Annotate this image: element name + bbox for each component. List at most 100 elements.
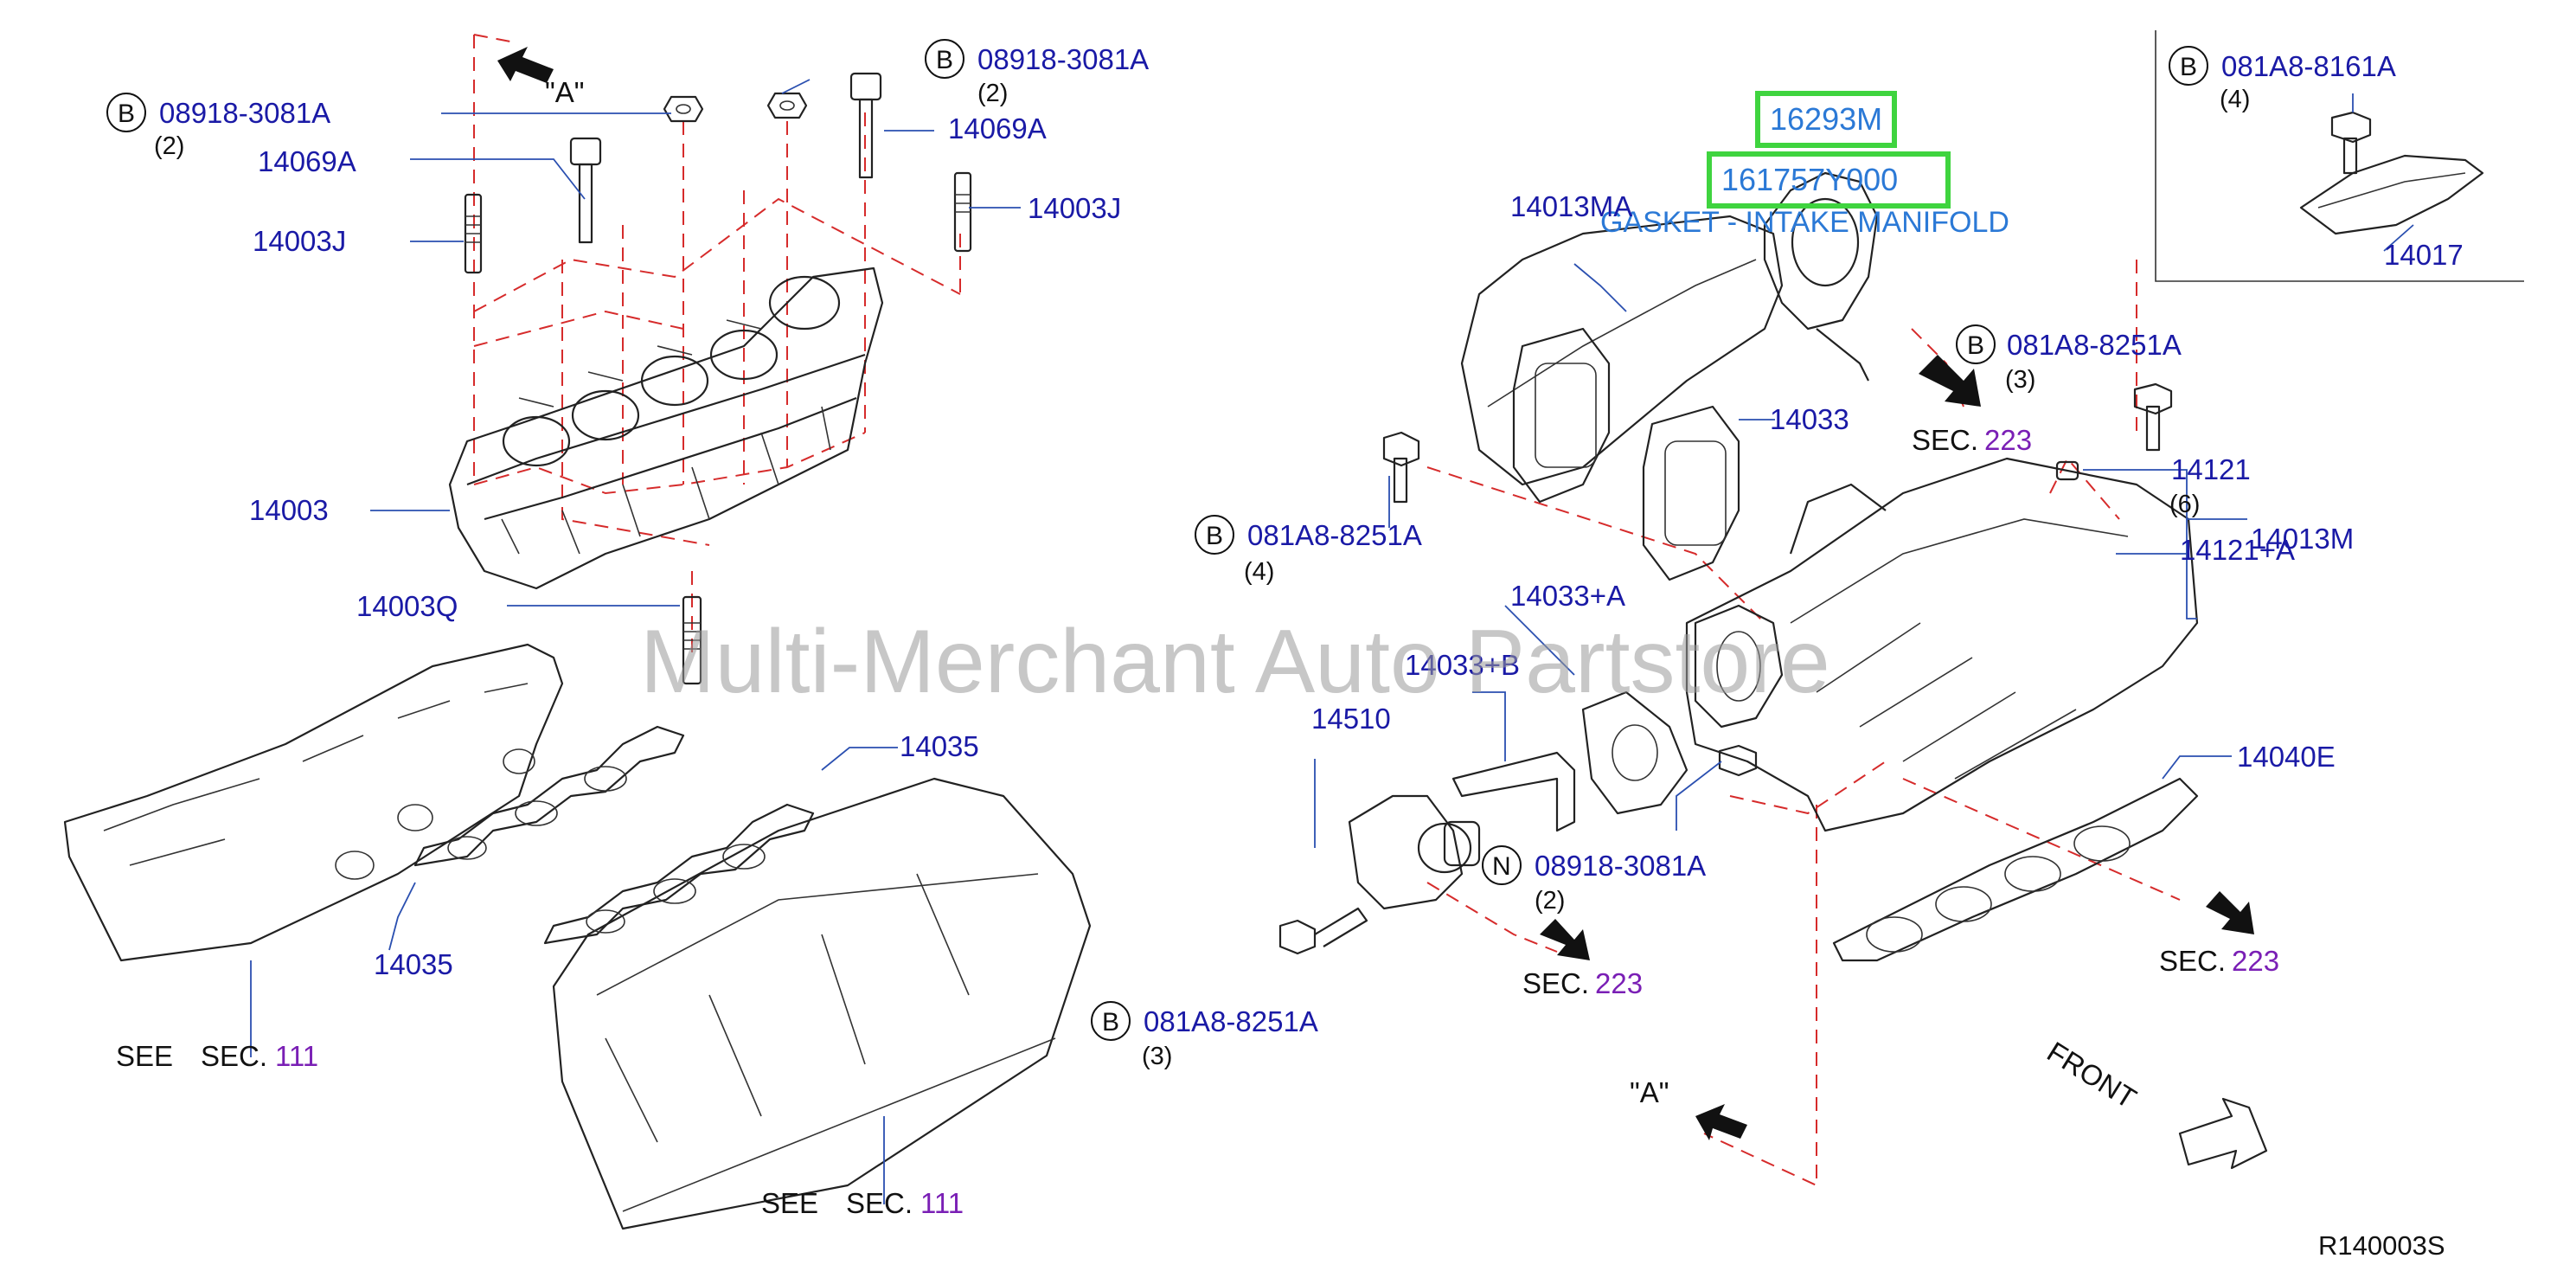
section-ref-223-mid[interactable]: SEC. 223 [1522, 967, 1643, 999]
badge-b-08918-right-text: B [936, 46, 953, 74]
badge-b-08918-left [106, 93, 146, 132]
qty-14121: (6) [2169, 491, 2200, 518]
qty-08918-3081a-left: (2) [154, 132, 184, 160]
gasket-14035-left [413, 725, 685, 867]
badge-b-081a8-bottom [1091, 1001, 1131, 1041]
label-081a8-8251a-mid[interactable]: 081A8-8251A [1247, 519, 1422, 551]
label-14013m[interactable]: 14013M [2251, 523, 2354, 555]
qty-081a8-8251a-top: (3) [2005, 366, 2035, 394]
svg-text:223: 223 [2232, 945, 2279, 977]
bolt-081a8-8251a-bottom [1278, 907, 1368, 955]
stud-14003q [682, 595, 702, 685]
bolt-14069a-left [569, 137, 602, 244]
label-14035-bottom[interactable]: 14035 [374, 948, 453, 980]
view-a-label-top: "A" [545, 76, 584, 108]
svg-text:111: 111 [920, 1187, 964, 1219]
gasket-14035-right [543, 803, 815, 945]
svg-text:111: 111 [275, 1040, 318, 1072]
front-label: FRONT [2041, 1036, 2142, 1115]
intake-manifold-upper-drawing [448, 34, 972, 685]
nut-n-08918 [1718, 744, 1758, 777]
label-14033[interactable]: 14033 [1770, 403, 1849, 435]
badge-b-08918-left-text: B [118, 100, 135, 128]
intake-collector-drawing [1278, 171, 2254, 1187]
label-14033b[interactable]: 14033+B [1405, 649, 1520, 681]
badge-b-081a8-8161a [2169, 46, 2208, 86]
nut-left [663, 95, 704, 123]
label-14121a[interactable]: 14121+A [2180, 534, 2295, 566]
label-14017[interactable]: 14017 [2384, 239, 2464, 271]
badge-n-08918 [1482, 845, 1522, 885]
label-081a8-8251a-top[interactable]: 081A8-8251A [2007, 329, 2182, 361]
watermark: Multi-Merchant Auto Partstore [640, 612, 1830, 712]
label-081a8-8251a-bottom[interactable]: 081A8-8251A [1144, 1005, 1318, 1037]
highlight-description: GASKET - INTAKE MANIFOLD [1600, 206, 2009, 239]
diagram-reference-code: R140003S [2318, 1230, 2445, 1261]
section-ref-111-left[interactable]: SEE SEC. 111 [116, 1040, 318, 1072]
badge-b-081a8-mid-text: B [1206, 522, 1223, 550]
badge-b-081a8-top-text: B [1967, 331, 1984, 360]
iacv-14510-drawing [1348, 794, 1481, 910]
badge-b-08918-right [925, 39, 964, 79]
svg-text:223: 223 [1984, 424, 2032, 456]
qty-081a8-8251a-bottom: (3) [1142, 1043, 1172, 1070]
label-14003[interactable]: 14003 [249, 494, 329, 526]
label-14003j-left[interactable]: 14003J [253, 225, 346, 257]
label-14121[interactable]: 14121 [2171, 453, 2251, 485]
svg-text:SEE: SEE [116, 1040, 173, 1072]
badge-b-081a8-mid [1195, 515, 1234, 555]
svg-text:SEC.: SEC. [1912, 424, 1978, 456]
label-14040e[interactable]: 14040E [2237, 741, 2336, 773]
bolt-081a8-8251a-top [2133, 382, 2173, 452]
section-ref-223-top[interactable]: SEC. 223 [1912, 424, 2032, 456]
view-a-arrow-bottom [1695, 1104, 1747, 1140]
bolt-081a8-8251a-mid [1382, 431, 1420, 504]
gasket-14033b [1451, 751, 1576, 832]
qty-08918-3081a-right: (2) [977, 80, 1008, 107]
highlight-part-161757y000[interactable]: 161757Y000 [1721, 162, 1898, 197]
label-14003q[interactable]: 14003Q [356, 590, 458, 622]
sec223-arrow-top [1919, 355, 1981, 407]
nut-right [766, 92, 808, 119]
label-14069a-left[interactable]: 14069A [258, 145, 356, 177]
cap-14121 [2055, 460, 2079, 481]
label-14035-top[interactable]: 14035 [900, 730, 979, 762]
view-a-arrow-top [497, 47, 554, 83]
highlight-part-16293m[interactable]: 16293M [1770, 101, 1882, 137]
label-081a8-8161a[interactable]: 081A8-8161A [2221, 50, 2396, 82]
label-08918-3081a-right[interactable]: 08918-3081A [977, 43, 1149, 75]
label-14033a[interactable]: 14033+A [1510, 580, 1625, 612]
sec223-arrow-mid [1540, 919, 1590, 960]
svg-text:SEC.: SEC. [1522, 967, 1589, 999]
svg-text:SEC.: SEC. [2159, 945, 2226, 977]
label-14013ma[interactable]: 14013MA [1510, 190, 1632, 222]
sec223-arrow-right [2206, 891, 2254, 934]
section-ref-223-right[interactable]: SEC. 223 [2159, 945, 2279, 977]
badge-b-081a8-8161a-text: B [2180, 53, 2197, 81]
label-14003j-right[interactable]: 14003J [1028, 192, 1121, 224]
highlight-box-161757y000[interactable] [1707, 151, 1951, 209]
svg-text:SEE: SEE [761, 1187, 818, 1219]
badge-b-081a8-bottom-text: B [1102, 1008, 1119, 1037]
stud-14003j-left [464, 193, 483, 274]
label-08918-3081a-left[interactable]: 08918-3081A [159, 97, 330, 129]
label-14510[interactable]: 14510 [1311, 703, 1391, 735]
section-ref-111-bottom[interactable]: SEE SEC. 111 [761, 1187, 964, 1219]
leader-lines [250, 79, 2414, 1204]
label-14069a-right[interactable]: 14069A [948, 112, 1047, 144]
label-n-08918-3081a[interactable]: 08918-3081A [1535, 850, 1706, 882]
qty-081a8-8251a-mid: (4) [1244, 558, 1274, 586]
gasket-14033a [1581, 690, 1688, 815]
cylinder-head-drawing [63, 643, 1092, 1230]
qty-081a8-8161a: (4) [2220, 86, 2250, 113]
stud-14003j-right [953, 171, 972, 253]
highlight-box-16293m[interactable] [1755, 91, 1897, 148]
svg-text:SEC.: SEC. [846, 1187, 913, 1219]
bolt-14069a-right [849, 72, 882, 179]
front-direction-arrow [2178, 1097, 2268, 1170]
view-a-label-bottom: "A" [1630, 1076, 1669, 1108]
qty-n-08918-3081a: (2) [1535, 887, 1565, 915]
badge-b-081a8-top [1956, 324, 1996, 364]
badge-n-08918-text: N [1492, 852, 1511, 881]
